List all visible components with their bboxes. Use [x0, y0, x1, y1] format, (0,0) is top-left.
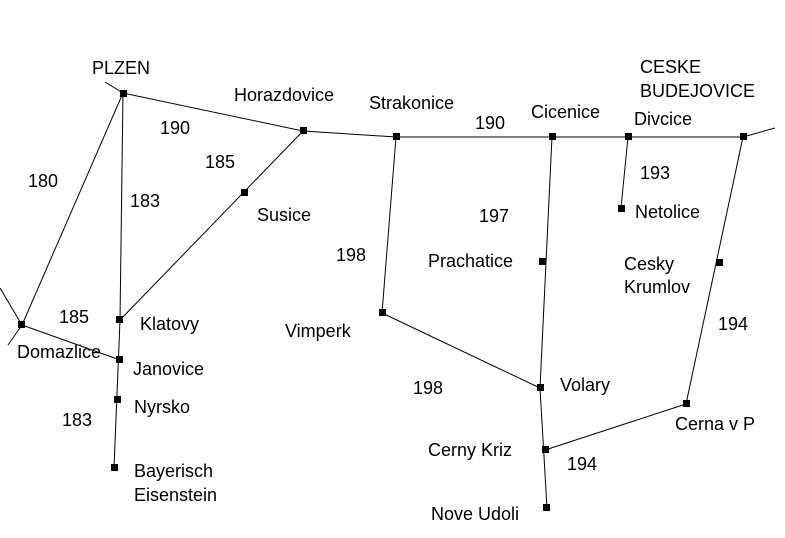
station-label-domazlice: Domazlice — [17, 342, 101, 362]
station-label-klatovy: Klatovy — [140, 314, 199, 334]
line-number-190-west: 190 — [160, 118, 190, 138]
track-vimperk-volary — [381, 312, 541, 389]
station-label-horazdovice: Horazdovice — [234, 85, 334, 105]
station-marker-eisenstein — [111, 464, 118, 471]
station-marker-volary — [537, 384, 544, 391]
line-number-194-east: 194 — [718, 314, 748, 334]
station-label-nyrsko: Nyrsko — [134, 397, 190, 417]
station-label-nove-udoli: Nove Udoli — [431, 504, 519, 524]
line-number-190-east: 190 — [475, 113, 505, 133]
line-number-183-south: 183 — [62, 410, 92, 430]
line-number-180: 180 — [28, 171, 58, 191]
station-marker-cerny-kriz — [542, 446, 549, 453]
track-horazdovice-strakonice — [302, 130, 397, 138]
station-marker-prachatice — [539, 258, 546, 265]
station-label-budejovice: BUDEJOVICE — [640, 81, 755, 101]
station-label-cesky: Cesky — [624, 254, 674, 274]
track-horazdovice-klatovy — [119, 130, 304, 321]
station-markers — [18, 90, 747, 511]
station-label-krumlov: Krumlov — [624, 277, 690, 297]
track-plzen-domazlice — [21, 92, 124, 326]
station-label-ceske: CESKE — [640, 57, 701, 77]
line-number-197: 197 — [479, 206, 509, 226]
station-label-cerny-kriz: Cerny Kriz — [428, 440, 512, 460]
station-label-strakonice: Strakonice — [369, 93, 454, 113]
line-number-198-south: 198 — [413, 378, 443, 398]
line-number-198-north: 198 — [336, 245, 366, 265]
station-label-eisenstein: Eisenstein — [134, 485, 217, 505]
track-plzen-horazdovice — [122, 92, 304, 132]
track-lines — [0, 81, 776, 509]
station-label-volary: Volary — [560, 375, 610, 395]
station-label-bayerisch: Bayerisch — [134, 461, 213, 481]
track-cerna-cerny-kriz — [544, 403, 687, 451]
track-domazlice-janovice — [21, 324, 121, 361]
line-number-194-south: 194 — [567, 454, 597, 474]
station-marker-domazlice — [18, 321, 25, 328]
station-marker-strakonice — [393, 133, 400, 140]
track-klatovy-eisenstein — [113, 319, 121, 469]
track-strakonice-vimperk — [381, 136, 397, 314]
station-marker-divcice — [625, 133, 632, 140]
station-label-cerna: Cerna v P — [675, 414, 755, 434]
station-label-plzen: PLZEN — [92, 58, 150, 78]
station-marker-klatovy — [116, 316, 123, 323]
station-label-prachatice: Prachatice — [428, 251, 513, 271]
line-number-193: 193 — [640, 163, 670, 183]
station-marker-nove-udoli — [543, 504, 550, 511]
line-number-185-west: 185 — [59, 307, 89, 327]
station-marker-janovice — [116, 356, 123, 363]
station-marker-cicenice — [549, 133, 556, 140]
station-label-divcice: Divcice — [634, 109, 692, 129]
track-domazlice-west — [0, 287, 23, 326]
station-marker-cerna — [683, 400, 690, 407]
track-divcice-netolice — [620, 136, 629, 209]
line-number-185-north: 185 — [205, 152, 235, 172]
track-domazlice-south — [7, 324, 23, 346]
station-marker-cesky-krumlov — [716, 259, 723, 266]
station-marker-budejovice — [740, 133, 747, 140]
station-marker-susice — [241, 189, 248, 196]
line-number-183-north: 183 — [130, 191, 160, 211]
station-marker-nyrsko — [114, 396, 121, 403]
station-label-netolice: Netolice — [635, 202, 700, 222]
station-label-susice: Susice — [257, 205, 311, 225]
station-marker-netolice — [618, 205, 625, 212]
track-budejovice-east — [742, 127, 776, 138]
station-marker-horazdovice — [300, 127, 307, 134]
station-label-cicenice: Cicenice — [531, 102, 600, 122]
track-budejovice-cerna — [685, 136, 744, 405]
station-marker-vimperk — [379, 309, 386, 316]
station-labels: PLZEN Horazdovice Strakonice Cicenice CE… — [17, 57, 755, 524]
station-label-janovice: Janovice — [133, 359, 204, 379]
line-number-labels: 180 190 190 185 185 183 183 193 197 198 … — [28, 113, 748, 474]
station-marker-plzen — [120, 90, 127, 97]
track-plzen-klatovy — [119, 92, 124, 321]
station-label-vimperk: Vimperk — [285, 321, 352, 341]
